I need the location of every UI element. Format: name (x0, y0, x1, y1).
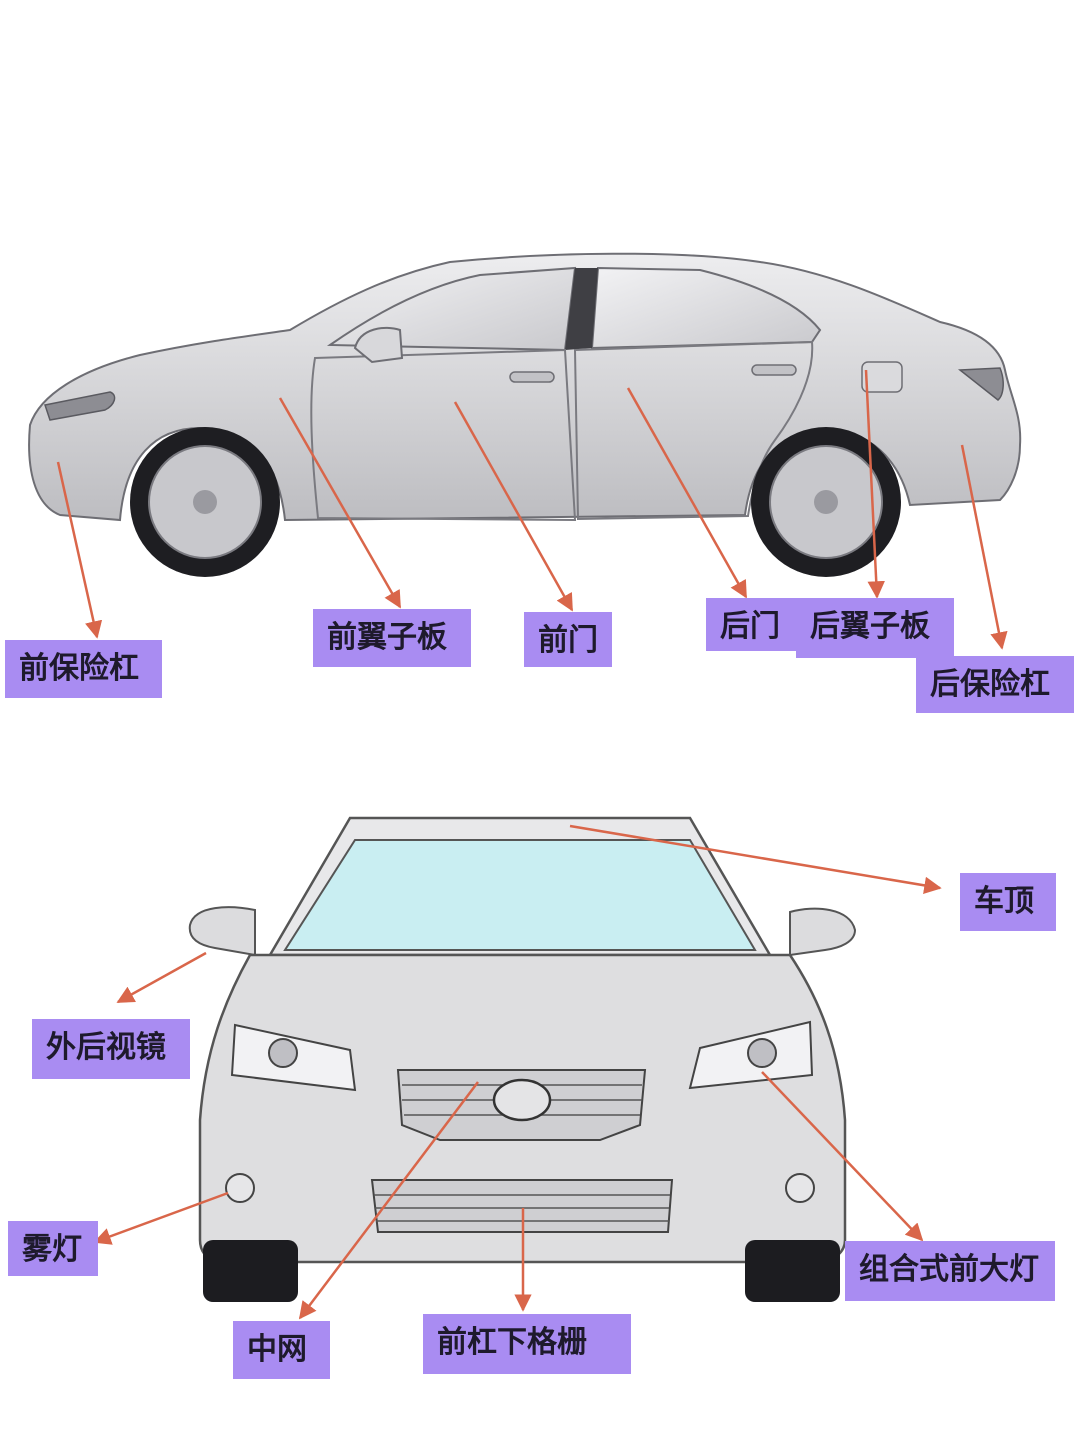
label-front-door: 前门 (524, 612, 612, 667)
front-left-tire (203, 1240, 298, 1302)
front-emblem (492, 1078, 552, 1122)
label-roof: 车顶 (960, 873, 1056, 931)
label-fog-light: 雾灯 (8, 1221, 98, 1276)
front-view-car (188, 816, 857, 1302)
side-taillight (957, 367, 1004, 401)
arrow-grille (298, 1081, 479, 1320)
arrow-headlight (761, 1071, 924, 1242)
side-front-door-outline (310, 348, 577, 522)
label-headlight-assembly: 组合式前大灯 (845, 1241, 1055, 1301)
side-front-handle (509, 371, 555, 383)
front-left-fog-light (225, 1173, 255, 1203)
front-left-lamp (268, 1038, 298, 1068)
arrow-side-mirror (116, 951, 207, 1004)
callout-arrows (56, 369, 1008, 1320)
side-mirror-shape (353, 326, 404, 364)
arrow-front-bumper (56, 461, 103, 639)
label-rear-fender: 后翼子板 (796, 598, 954, 658)
side-rear-wheel (751, 427, 901, 577)
front-left-mirror (188, 906, 256, 957)
side-fuel-flap (861, 361, 903, 393)
side-b-pillar (565, 268, 598, 350)
side-front-wheel (130, 427, 280, 577)
side-rear-handle (751, 364, 797, 376)
front-windshield (283, 839, 757, 951)
arrow-rear-bumper (960, 444, 1008, 650)
label-grille: 中网 (233, 1321, 330, 1379)
arrow-front-fender (278, 397, 402, 609)
label-side-mirror: 外后视镜 (32, 1019, 190, 1079)
arrow-rear-fender (864, 369, 885, 599)
side-headlight (44, 391, 116, 421)
front-right-fog-light (785, 1173, 815, 1203)
arrow-front-door (453, 401, 574, 612)
arrow-fog-light (93, 1191, 229, 1245)
label-rear-bumper: 后保险杠 (916, 656, 1074, 713)
side-rear-door-outline (573, 340, 814, 521)
arrow-roof (569, 824, 942, 895)
label-rear-door: 后门 (706, 598, 796, 651)
front-right-lamp (747, 1038, 777, 1068)
front-right-tire (745, 1240, 840, 1302)
label-front-bumper: 前保险杠 (5, 640, 162, 698)
front-right-mirror (789, 907, 857, 957)
front-lower-grille-shape (370, 1179, 674, 1233)
label-front-fender: 前翼子板 (313, 609, 471, 667)
label-lower-grille: 前杠下格栅 (423, 1314, 631, 1374)
side-view-car (28, 252, 1022, 577)
side-rear-window (590, 266, 822, 350)
arrow-rear-door (626, 387, 748, 599)
